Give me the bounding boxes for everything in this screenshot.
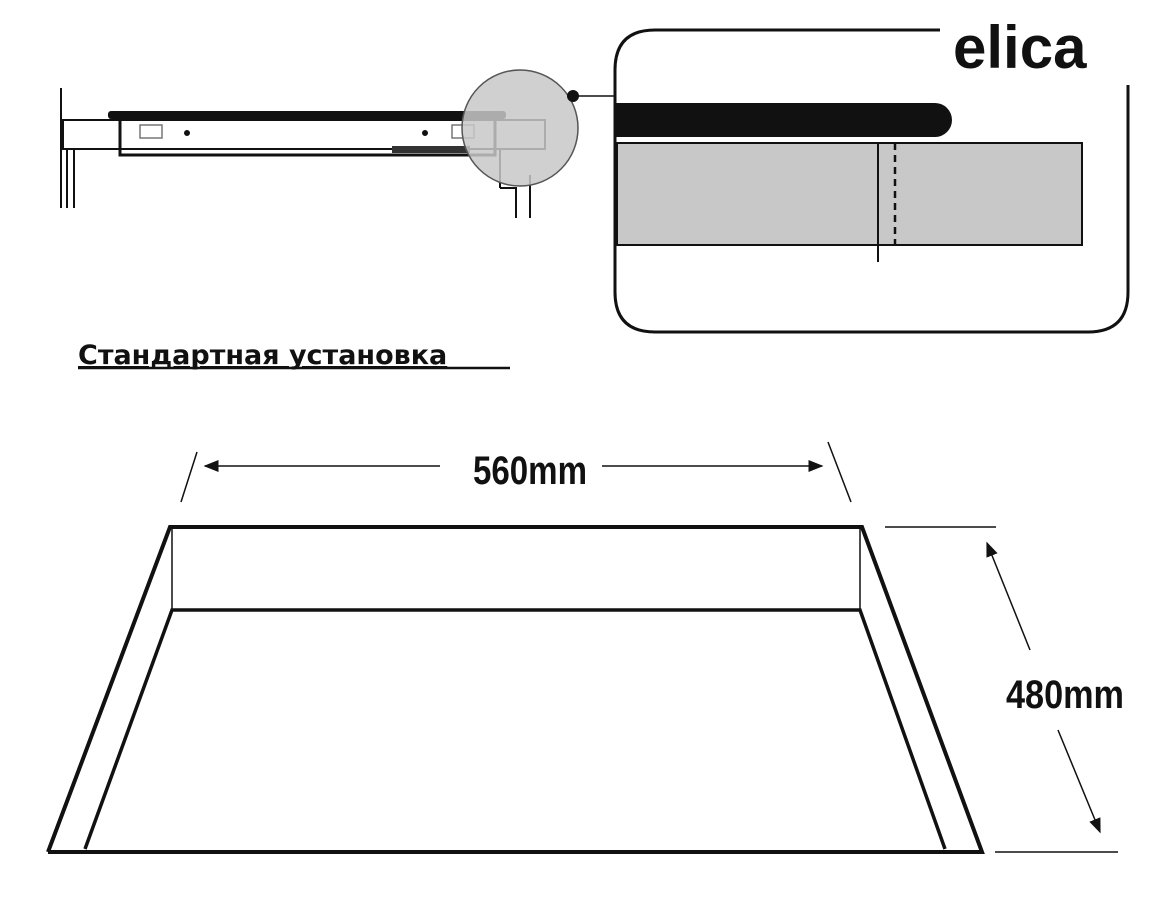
hob-side-section [60, 69, 615, 218]
elica-logo: elica [953, 14, 1087, 81]
detail-callout [613, 28, 1130, 334]
width-dimension [180, 441, 852, 503]
width-label: 560mm [473, 449, 587, 493]
section-title: Стандартная установка [78, 340, 447, 371]
cutout-drawing [46, 525, 985, 854]
depth-dimension [885, 526, 1118, 853]
depth-label: 480mm [1006, 673, 1124, 717]
